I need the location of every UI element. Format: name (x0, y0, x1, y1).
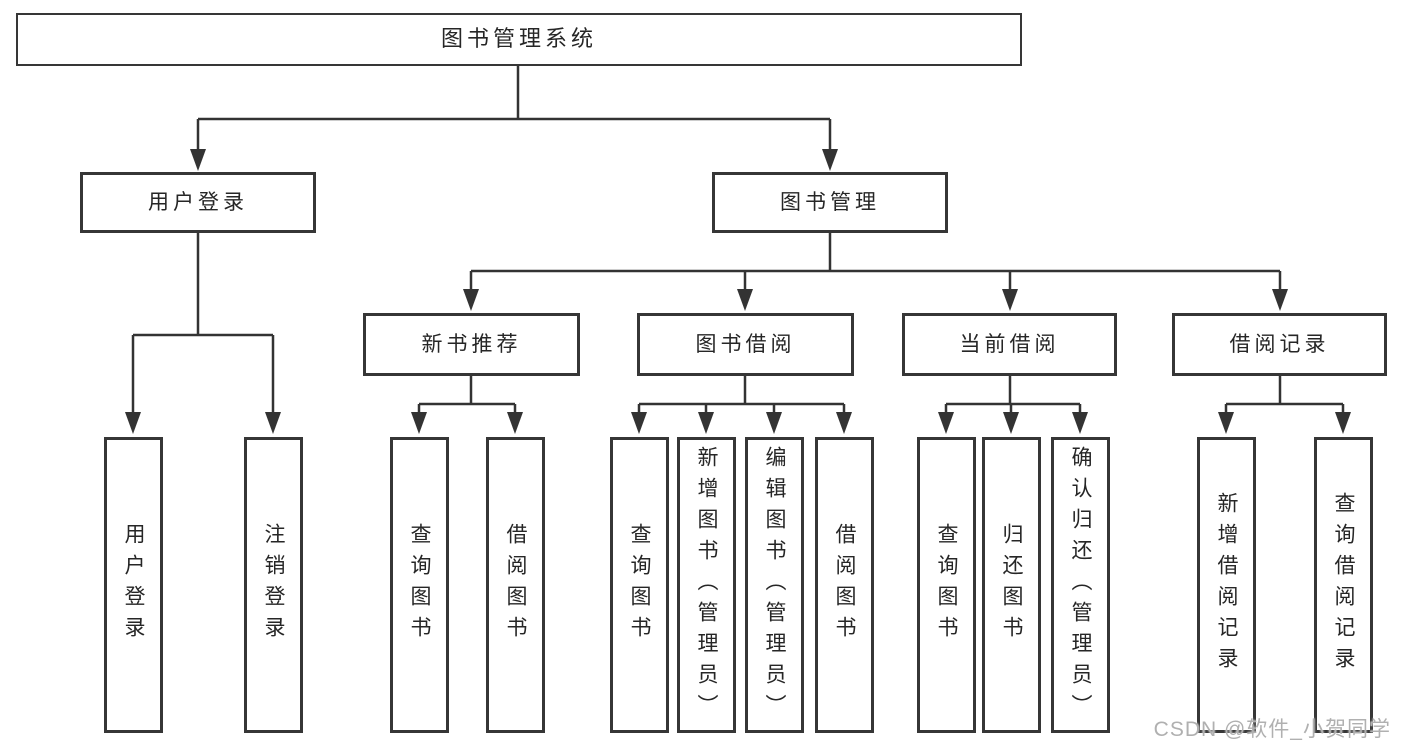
arrowhead (1335, 412, 1351, 434)
node-current-borrow: 当前借阅 (902, 313, 1117, 376)
node-borrow-records-label: 借阅记录 (1229, 332, 1330, 356)
connector-newbook-to-leaves (417, 376, 517, 415)
node-user-login: 用户登录 (80, 172, 316, 233)
node-current-borrow-label: 当前借阅 (959, 332, 1060, 356)
node-root: 图书管理系统 (16, 13, 1022, 66)
connector-root-to-level2 (196, 66, 832, 151)
leaf-confirm-return-admin-label: 确认归还（管理员） (1069, 445, 1092, 725)
arrowhead (822, 149, 838, 171)
leaf-add-book-admin: 新增图书（管理员） (677, 437, 736, 733)
leaf-return-book: 归还图书 (982, 437, 1041, 733)
leaf-return-book-label: 归还图书 (1000, 523, 1023, 647)
node-book-borrow-label: 图书借阅 (695, 332, 796, 356)
node-new-book-recommend-label: 新书推荐 (421, 332, 522, 356)
leaf-query-books-recommend: 查询图书 (390, 437, 449, 733)
leaf-confirm-return-admin: 确认归还（管理员） (1051, 437, 1110, 733)
leaf-add-borrow-record-label: 新增借阅记录 (1215, 492, 1238, 678)
leaf-logout: 注销登录 (244, 437, 303, 733)
leaf-user-login: 用户登录 (104, 437, 163, 733)
arrowhead (125, 412, 141, 434)
arrowhead (836, 412, 852, 434)
leaf-user-login-label: 用户登录 (122, 523, 145, 647)
arrowhead (737, 289, 753, 311)
leaf-edit-book-admin: 编辑图书（管理员） (745, 437, 804, 733)
node-new-book-recommend: 新书推荐 (363, 313, 580, 376)
arrowhead (265, 412, 281, 434)
leaf-query-books-recommend-label: 查询图书 (408, 523, 431, 647)
leaf-query-borrow-record: 查询借阅记录 (1314, 437, 1373, 733)
leaf-query-borrow-record-label: 查询借阅记录 (1332, 492, 1355, 678)
arrowhead (938, 412, 954, 434)
node-book-borrow: 图书借阅 (637, 313, 854, 376)
node-book-management: 图书管理 (712, 172, 948, 233)
arrowhead (463, 289, 479, 311)
leaf-borrow-books-recommend: 借阅图书 (486, 437, 545, 733)
node-root-label: 图书管理系统 (440, 26, 597, 52)
leaf-borrow-books-recommend-label: 借阅图书 (504, 523, 527, 647)
leaf-query-books-current: 查询图书 (917, 437, 976, 733)
arrowhead (766, 412, 782, 434)
leaf-borrow-books: 借阅图书 (815, 437, 874, 733)
arrowhead (1002, 289, 1018, 311)
leaf-borrow-books-label: 借阅图书 (833, 523, 856, 647)
leaf-edit-book-admin-label: 编辑图书（管理员） (763, 445, 786, 725)
arrowhead (698, 412, 714, 434)
arrowhead (1003, 412, 1019, 434)
leaf-query-books-current-label: 查询图书 (935, 523, 958, 647)
arrowhead (411, 412, 427, 434)
arrowhead (1218, 412, 1234, 434)
connector-userlogin-to-leaves (131, 233, 275, 414)
connector-bookmgmt-to-level3 (469, 233, 1282, 292)
arrowhead (631, 412, 647, 434)
arrowhead (1072, 412, 1088, 434)
connector-bookborrow-to-leaves (637, 376, 846, 415)
leaf-add-book-admin-label: 新增图书（管理员） (695, 445, 718, 725)
leaf-query-books-borrow: 查询图书 (610, 437, 669, 733)
leaf-logout-label: 注销登录 (262, 523, 285, 647)
leaf-add-borrow-record: 新增借阅记录 (1197, 437, 1256, 733)
arrowhead (507, 412, 523, 434)
arrowhead (190, 149, 206, 171)
connector-currentborrow-to-leaves (944, 376, 1082, 415)
connector-records-to-leaves (1224, 376, 1345, 415)
node-user-login-label: 用户登录 (148, 190, 248, 214)
leaf-query-books-borrow-label: 查询图书 (628, 523, 651, 647)
node-borrow-records: 借阅记录 (1172, 313, 1387, 376)
watermark: CSDN @软件_小贺同学 (1153, 718, 1391, 741)
arrowhead (1272, 289, 1288, 311)
node-book-management-label: 图书管理 (780, 190, 880, 214)
